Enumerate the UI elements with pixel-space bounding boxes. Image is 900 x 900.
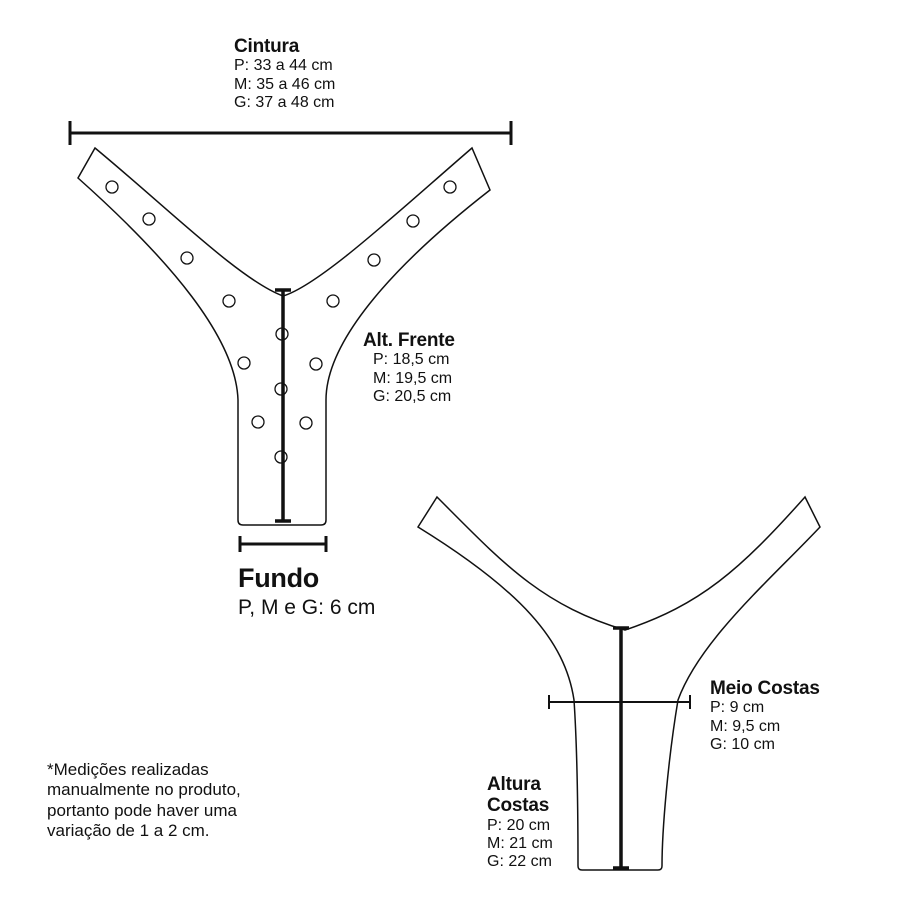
fundo-size: P, M e G: 6 cm	[238, 595, 376, 619]
alt-frente-size-p: P: 18,5 cm	[373, 351, 450, 369]
meio-costas-measure-line	[548, 695, 691, 709]
fundo-label: Fundo P, M e G: 6 cm	[238, 563, 375, 619]
meio-costas-size-m: M: 9,5 cm	[710, 717, 781, 735]
meio-costas-size-g: G: 10 cm	[710, 735, 775, 753]
fundo-title: Fundo	[238, 563, 319, 593]
altura-costas-label: Altura Costas P: 20 cm M: 21 cm G: 22 cm	[487, 774, 553, 871]
back-piece-outline	[416, 495, 821, 871]
cintura-title: Cintura	[234, 36, 300, 57]
eyelet	[142, 212, 156, 226]
note-line-3: portanto pode haver uma	[47, 800, 237, 820]
altura-costas-size-g: G: 22 cm	[487, 853, 552, 871]
altura-costas-size-p: P: 20 cm	[487, 816, 551, 834]
alt-frente-label: Alt. Frente P: 18,5 cm M: 19,5 cm G: 20,…	[363, 330, 455, 406]
altura-costas-measure-line	[613, 626, 629, 870]
measurement-note: *Medições realizadas manualmente no prod…	[47, 760, 241, 842]
eyelet	[406, 214, 420, 228]
eyelet	[274, 382, 288, 396]
alt-frente-measure-line	[275, 288, 291, 523]
note-line-4: variação de 1 a 2 cm.	[47, 821, 210, 841]
eyelet	[326, 294, 340, 308]
alt-frente-size-m: M: 19,5 cm	[373, 369, 453, 387]
eyelet	[180, 251, 194, 265]
eyelet	[251, 415, 265, 429]
meio-costas-size-p: P: 9 cm	[710, 699, 765, 717]
cintura-measure-line	[68, 121, 513, 145]
eyelet	[274, 450, 288, 464]
altura-costas-title-line-1: Altura	[487, 774, 541, 795]
eyelet	[367, 253, 381, 267]
eyelet	[222, 294, 236, 308]
alt-frente-title: Alt. Frente	[363, 330, 455, 351]
eyelet	[105, 180, 119, 194]
eyelet	[237, 356, 251, 370]
meio-costas-label: Meio Costas P: 9 cm M: 9,5 cm G: 10 cm	[710, 678, 820, 754]
cintura-size-p: P: 33 a 44 cm	[234, 57, 333, 75]
cintura-label: Cintura P: 33 a 44 cm M: 35 a 46 cm G: 3…	[234, 36, 335, 112]
altura-costas-title-line-2: Costas	[487, 795, 550, 817]
meio-costas-title: Meio Costas	[710, 678, 820, 699]
cintura-size-m: M: 35 a 46 cm	[234, 75, 336, 93]
altura-costas-size-m: M: 21 cm	[487, 835, 553, 853]
note-line-1: *Medições realizadas	[47, 760, 209, 779]
eyelet	[309, 357, 323, 371]
alt-frente-size-g: G: 20,5 cm	[373, 387, 452, 405]
note-line-2: manualmente no produto,	[47, 780, 241, 800]
cintura-size-g: G: 37 a 48 cm	[234, 93, 335, 111]
eyelet	[299, 416, 313, 430]
fundo-measure-line	[238, 536, 328, 552]
eyelet	[443, 180, 457, 194]
